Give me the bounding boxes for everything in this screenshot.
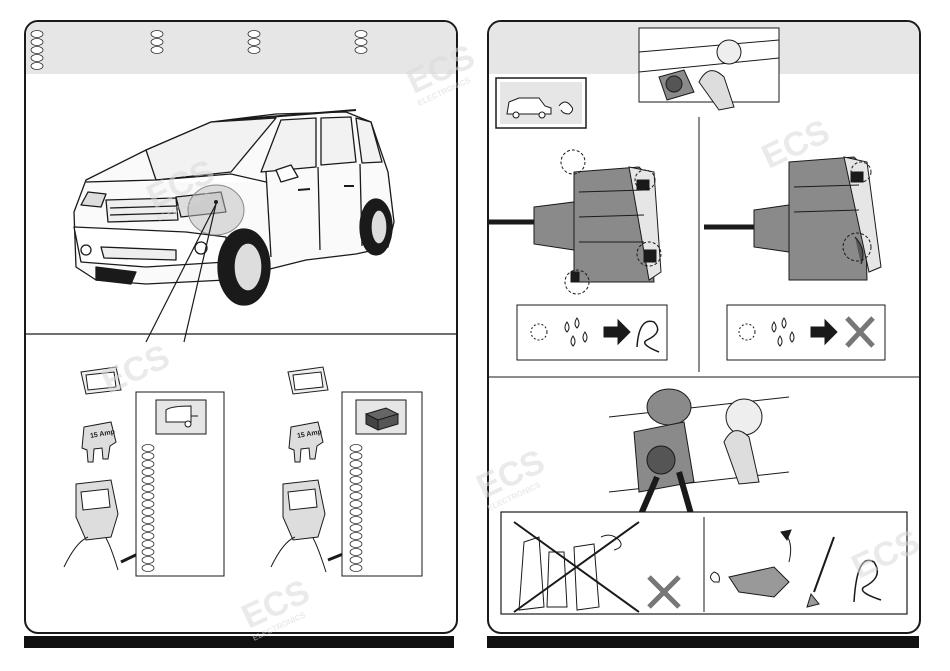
- socket-drawing-right: [704, 157, 881, 280]
- fuse-location-highlight: [188, 185, 244, 235]
- right-instruction-panel: [487, 20, 921, 634]
- left-panel-drawing: 15 Amp 15 Amp: [26, 22, 456, 632]
- left-bottom-bar: [24, 636, 454, 648]
- right-panel-drawing: [489, 22, 919, 632]
- water-ok-box: [517, 305, 667, 360]
- language-header-band: [26, 22, 456, 74]
- fuse-group-module: [271, 367, 422, 576]
- towbar-socket-illustration: [639, 28, 779, 110]
- left-instruction-panel: 15 Amp 15 Amp: [24, 20, 458, 634]
- right-bottom-bar: [487, 636, 919, 648]
- water-not-ok-box: [727, 305, 885, 360]
- fuse-location-dot: [214, 200, 218, 204]
- socket-drawing-left: [489, 150, 661, 294]
